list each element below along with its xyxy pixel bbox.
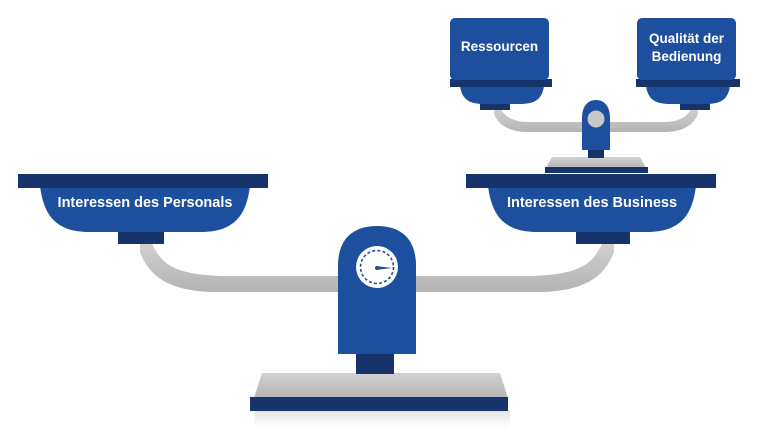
left-arm [140,238,345,292]
left-pan-bowl [40,186,250,232]
small-right-arm [608,108,698,132]
left-pan-stem [118,232,164,244]
right-arm [410,238,614,292]
right-pan-label: Interessen des Business [506,195,678,211]
right-pan-stem [576,232,630,244]
left-pan-rim [18,174,268,188]
gauge-dial [356,246,398,288]
small-base-platform [546,157,646,168]
small-right-pan-bowl [646,86,730,104]
small-pivot [587,110,605,128]
gauge-needle [376,266,392,270]
qualitaet-label: Qualität der Bedienung [637,18,736,78]
qualitaet-line1: Qualität der [648,31,724,46]
small-right-pan-rim [636,79,740,87]
main-neck [356,354,394,374]
base-shadow [255,410,510,434]
main-scale [18,174,716,434]
ressourcen-label: Ressourcen [450,18,549,76]
small-left-arm [494,108,584,132]
small-right-pan-stem [680,103,710,110]
weight-box-ressourcen [450,18,549,80]
small-scale [450,18,740,173]
small-base-plate [545,167,648,173]
main-pillar [338,226,416,354]
small-left-pan-rim [450,79,552,87]
small-left-pan-stem [480,103,510,110]
right-pan-bowl [488,186,696,232]
qualitaet-line2: Bedienung [651,49,722,64]
base-platform [254,373,508,398]
weight-box-qualitaet [637,18,736,80]
small-neck [588,150,604,158]
base-plate [250,397,508,411]
right-pan-rim [466,174,716,188]
left-pan-label: Interessen des Personals [57,195,233,211]
small-left-pan-bowl [460,86,544,104]
ressourcen-text: Ressourcen [460,39,539,54]
